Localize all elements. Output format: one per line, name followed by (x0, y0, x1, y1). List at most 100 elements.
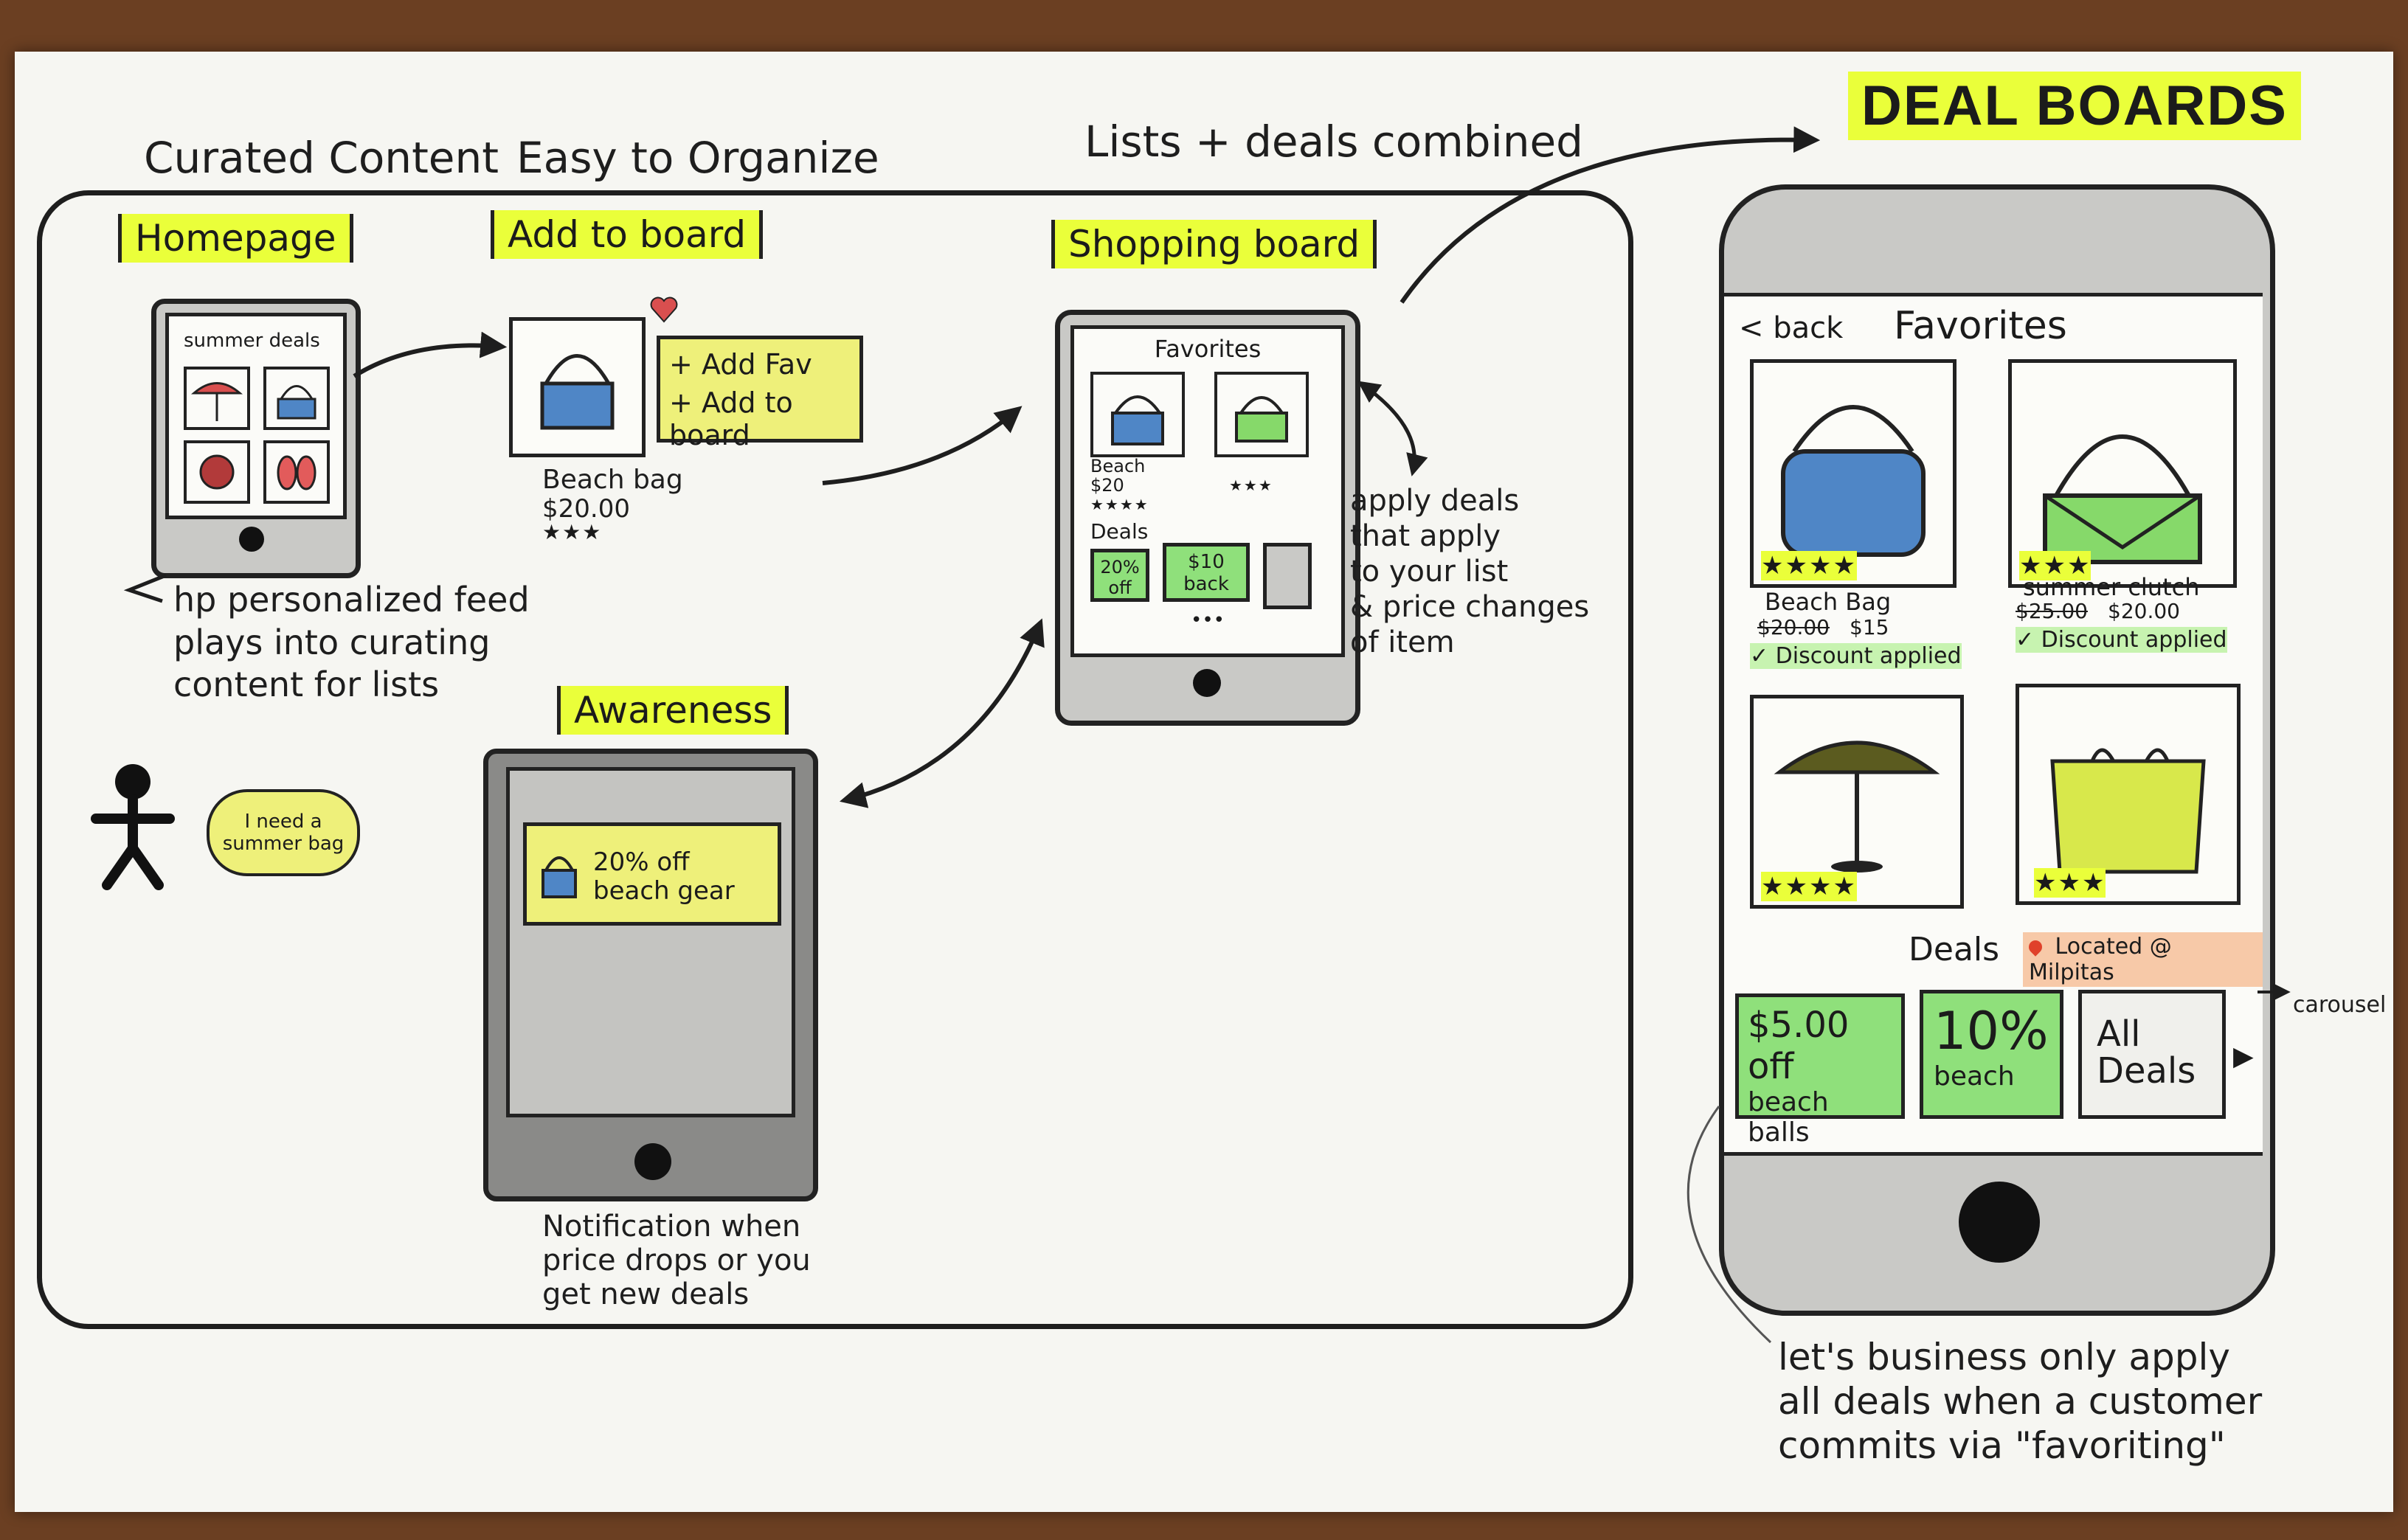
shopping-board-screen-title: Favorites (1154, 335, 1262, 363)
shopping-board-label-wrap: Shopping board (1051, 220, 1377, 268)
add-to-board-label: Add to board (491, 210, 764, 259)
sb-deals-label: Deals (1090, 519, 1149, 544)
beach-bag-icon (1111, 395, 1164, 445)
deal-board-home-button (1959, 1182, 2040, 1263)
deal-board-item-summer-clutch[interactable]: ★★★ (2008, 359, 2237, 588)
sb-item2-stars: ★★★ (1229, 476, 1273, 494)
db-item4-stars: ★★★ (2034, 868, 2106, 898)
homepage-phone: summer deals (151, 299, 361, 578)
sandals-icon (277, 455, 316, 490)
homepage-label-wrap: Homepage (118, 214, 353, 263)
umbrella-icon (1774, 740, 1940, 873)
awareness-note-line2: price drops or you (542, 1244, 811, 1277)
add-to-board-stars: ★★★ (542, 520, 603, 544)
carousel-note: carousel (2293, 992, 2387, 1018)
sb-deal-20-off-text: 20% off (1100, 557, 1140, 598)
awareness-home-button (634, 1143, 671, 1180)
location-text: Located @ Milpitas (2029, 934, 2172, 985)
bag-icon (277, 385, 316, 420)
beach-bag-icon (540, 354, 615, 430)
deal-board-phone: < back Favorites ★★★★ Beach Bag $20.00 $… (1719, 184, 2275, 1316)
deal-card-5-off-sub: beach balls (1748, 1087, 1829, 1148)
menu-add-fav[interactable]: + Add Fav (669, 348, 812, 381)
deal-boards-title: DEAL BOARDS (1848, 72, 2301, 140)
sb-note-line5: of item (1350, 625, 1455, 659)
sb-item1-price: $20 (1090, 475, 1124, 496)
hp-item-bag (263, 367, 330, 430)
umbrella-icon (190, 382, 243, 421)
deal-card-10-percent-main: 10% (1934, 1001, 2049, 1061)
sb-deal-more-card[interactable] (1263, 543, 1312, 609)
thought-bubble: I need a summer bag (207, 789, 360, 876)
hp-item-ball (184, 440, 250, 504)
hp-item-umbrella (184, 367, 250, 430)
db-item1-name: Beach Bag (1765, 588, 1892, 616)
db-item1-new-price: $15 (1850, 615, 1889, 639)
header-easy-to-organize: Easy to Organize (516, 133, 879, 183)
location-pin-icon (2026, 937, 2045, 957)
add-to-board-label-wrap: Add to board (491, 210, 764, 259)
location-badge: Located @ Milpitas (2023, 932, 2263, 987)
db-item2-status: ✓ Discount applied (2016, 627, 2227, 653)
shopping-board-screen: Favorites Beach $20 ★★★★ ★★★ Deals 20% o… (1070, 325, 1345, 657)
header-curated-content: Curated Content (144, 133, 499, 183)
homepage-home-button (239, 527, 264, 552)
deal-board-item-beach-bag[interactable]: ★★★★ (1750, 359, 1957, 588)
db-item1-old-price: $20.00 (1757, 615, 1830, 639)
sb-note-line4: & price changes (1350, 590, 1590, 624)
db-item2-old-price: $25.00 (2016, 599, 2088, 623)
deal-board-screen: < back Favorites ★★★★ Beach Bag $20.00 $… (1724, 293, 2263, 1156)
add-to-board-menu: + Add Fav + Add to board (657, 336, 863, 451)
menu-add-to-board[interactable]: + Add to board (669, 386, 793, 451)
flow-frame (37, 190, 1633, 1329)
deal-board-item-umbrella[interactable]: ★★★★ (1750, 695, 1964, 909)
awareness-screen: 20% off beach gear (506, 767, 795, 1117)
awareness-note-line3: get new deals (542, 1277, 750, 1311)
db-deals-label: Deals (1909, 931, 2000, 968)
heart-icon (649, 295, 679, 327)
sb-item-clutch[interactable] (1214, 372, 1309, 457)
sb-item1-name: Beach (1090, 456, 1146, 476)
sb-deal-10-back[interactable]: $10 back (1163, 543, 1250, 602)
shopping-board-note: apply deals that apply to your list & pr… (1350, 483, 1589, 660)
back-button[interactable]: < back (1739, 311, 1844, 345)
shopping-board-home-button (1193, 669, 1221, 697)
deal-card-all-deals[interactable]: All Deals (2078, 990, 2226, 1119)
sb-note-line2: that apply (1350, 519, 1501, 553)
homepage-label: Homepage (118, 214, 353, 263)
sb-item-bag[interactable] (1090, 372, 1185, 457)
header-lists-deals-combined: Lists + deals combined (1084, 117, 1583, 167)
awareness-label-wrap: Awareness (557, 686, 789, 735)
shopping-board-label: Shopping board (1051, 220, 1377, 268)
db-note-line3: commits via "favoriting" (1778, 1424, 2226, 1467)
sb-deal-20-off[interactable]: 20% off (1090, 549, 1149, 602)
db-item3-stars: ★★★★ (1761, 872, 1857, 901)
deal-card-5-off[interactable]: $5.00 off beach balls (1735, 993, 1905, 1148)
tote-bag-icon (2050, 748, 2206, 874)
bag-icon (542, 856, 577, 898)
sb-note-line3: to your list (1350, 555, 1509, 589)
carousel-next-icon[interactable]: ▶ (2233, 1041, 2254, 1072)
homepage-note: hp personalized feed plays into curating… (173, 580, 530, 704)
awareness-note: Notification when price drops or you get… (542, 1210, 811, 1311)
sb-note-line1: apply deals (1350, 484, 1520, 518)
ball-icon (199, 454, 235, 490)
sb-item1-stars: ★★★★ (1090, 496, 1149, 513)
db-item1-stars: ★★★★ (1761, 551, 1857, 580)
deal-card-10-percent[interactable]: 10% beach (1920, 990, 2063, 1119)
add-to-board-item-name: Beach bag (542, 465, 683, 495)
deal-board-item-tote[interactable]: ★★★ (2016, 684, 2241, 905)
db-item2-new-price: $20.00 (2108, 599, 2180, 623)
add-to-board-item-price: $20.00 (542, 494, 630, 524)
awareness-notification-text: 20% off beach gear (593, 847, 735, 906)
add-to-board-item-card (509, 317, 646, 457)
deal-card-all-deals-text: All Deals (2097, 1013, 2196, 1092)
sb-more-dots[interactable]: ••• (1190, 609, 1225, 631)
deal-card-5-off-main: $5.00 off (1748, 1005, 1850, 1087)
db-note-line1: let's business only apply (1778, 1336, 2231, 1378)
awareness-notification[interactable]: 20% off beach gear (523, 822, 781, 926)
beach-bag-icon (1781, 405, 1926, 557)
thought-bubble-text: I need a summer bag (222, 811, 345, 855)
shopping-board-phone: Favorites Beach $20 ★★★★ ★★★ Deals 20% o… (1055, 310, 1360, 726)
person-icon (91, 764, 175, 890)
